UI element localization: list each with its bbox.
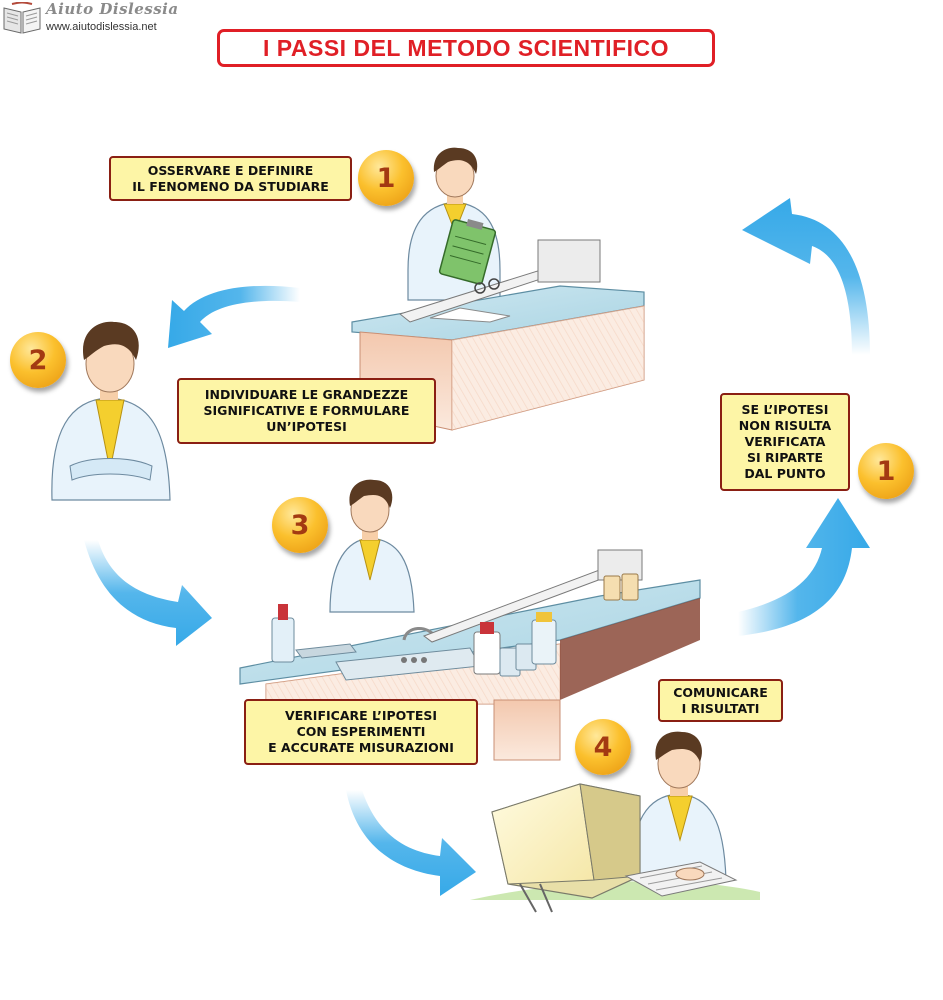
step-2-badge: 2 (10, 332, 66, 388)
step-1-badge: 1 (358, 150, 414, 206)
step-3-number: 3 (290, 509, 310, 541)
observation-scene (351, 147, 645, 431)
loop-back-line: VERIFICATA (744, 434, 826, 449)
book-icon (3, 2, 41, 34)
arrow-3-to-4 (346, 790, 476, 896)
step-4-badge: 4 (575, 719, 631, 775)
scientist-observing (407, 147, 501, 301)
arrow-1-to-2 (168, 285, 300, 348)
logo-name: Aiuto Dislessia (46, 0, 179, 18)
step-3-line: CON ESPERIMENTI (296, 724, 426, 739)
step-2-line: INDIVIDUARE LE GRANDEZZE (204, 387, 409, 402)
scientist-experimenting (329, 479, 415, 613)
step-1-line: IL FENOMENO DA STUDIARE (132, 178, 329, 194)
page-title-text: I PASSI DEL METODO SCIENTIFICO (262, 34, 670, 61)
site-logo: Aiuto Dislessia www.aiutodislessia.net (0, 0, 178, 40)
communication-scene (470, 731, 760, 913)
loop-back-number: 1 (876, 455, 896, 487)
step-1-box: OSSERVARE E DEFINIRE IL FENOMENO DA STUD… (109, 156, 352, 201)
step-2-number: 2 (28, 344, 48, 376)
step-4-line: COMUNICARE (673, 684, 768, 700)
step-3-line: VERIFICARE L’IPOTESI (284, 708, 438, 723)
step-1-line: OSSERVARE E DEFINIRE (147, 162, 314, 178)
page-title: I PASSI DEL METODO SCIENTIFICO (217, 29, 715, 67)
loop-back-line: DAL PUNTO (744, 466, 826, 481)
step-2-line: SIGNIFICATIVE E FORMULARE (203, 403, 410, 418)
step-4-box: COMUNICARE I RISULTATI (658, 679, 783, 722)
scientist-thinking (51, 321, 171, 501)
loop-back-line: SI RIPARTE (746, 450, 824, 465)
step-4-line: I RISULTATI (681, 700, 760, 716)
step-2-line: UN’IPOTESI (266, 419, 347, 434)
step-3-badge: 3 (272, 497, 328, 553)
loop-back-line: SE L’IPOTESI (741, 402, 829, 417)
arrow-2-to-3 (84, 540, 212, 646)
step-2-box: INDIVIDUARE LE GRANDEZZE SIGNIFICATIVE E… (177, 378, 436, 444)
arrow-loop-to-1 (742, 198, 870, 355)
experiment-scene (239, 479, 701, 761)
loop-back-line: NON RISULTA (738, 418, 832, 433)
step-1-number: 1 (376, 162, 396, 194)
arrow-3-to-loop (738, 498, 870, 636)
loop-back-badge: 1 (858, 443, 914, 499)
logo-url: www.aiutodislessia.net (46, 21, 157, 33)
loop-back-box: SE L’IPOTESI NON RISULTA VERIFICATA SI R… (720, 393, 850, 491)
step-3-box: VERIFICARE L’IPOTESI CON ESPERIMENTI E A… (244, 699, 478, 765)
scientist-typing (631, 731, 727, 881)
step-4-number: 4 (593, 731, 613, 763)
step-3-line: E ACCURATE MISURAZIONI (268, 740, 454, 755)
